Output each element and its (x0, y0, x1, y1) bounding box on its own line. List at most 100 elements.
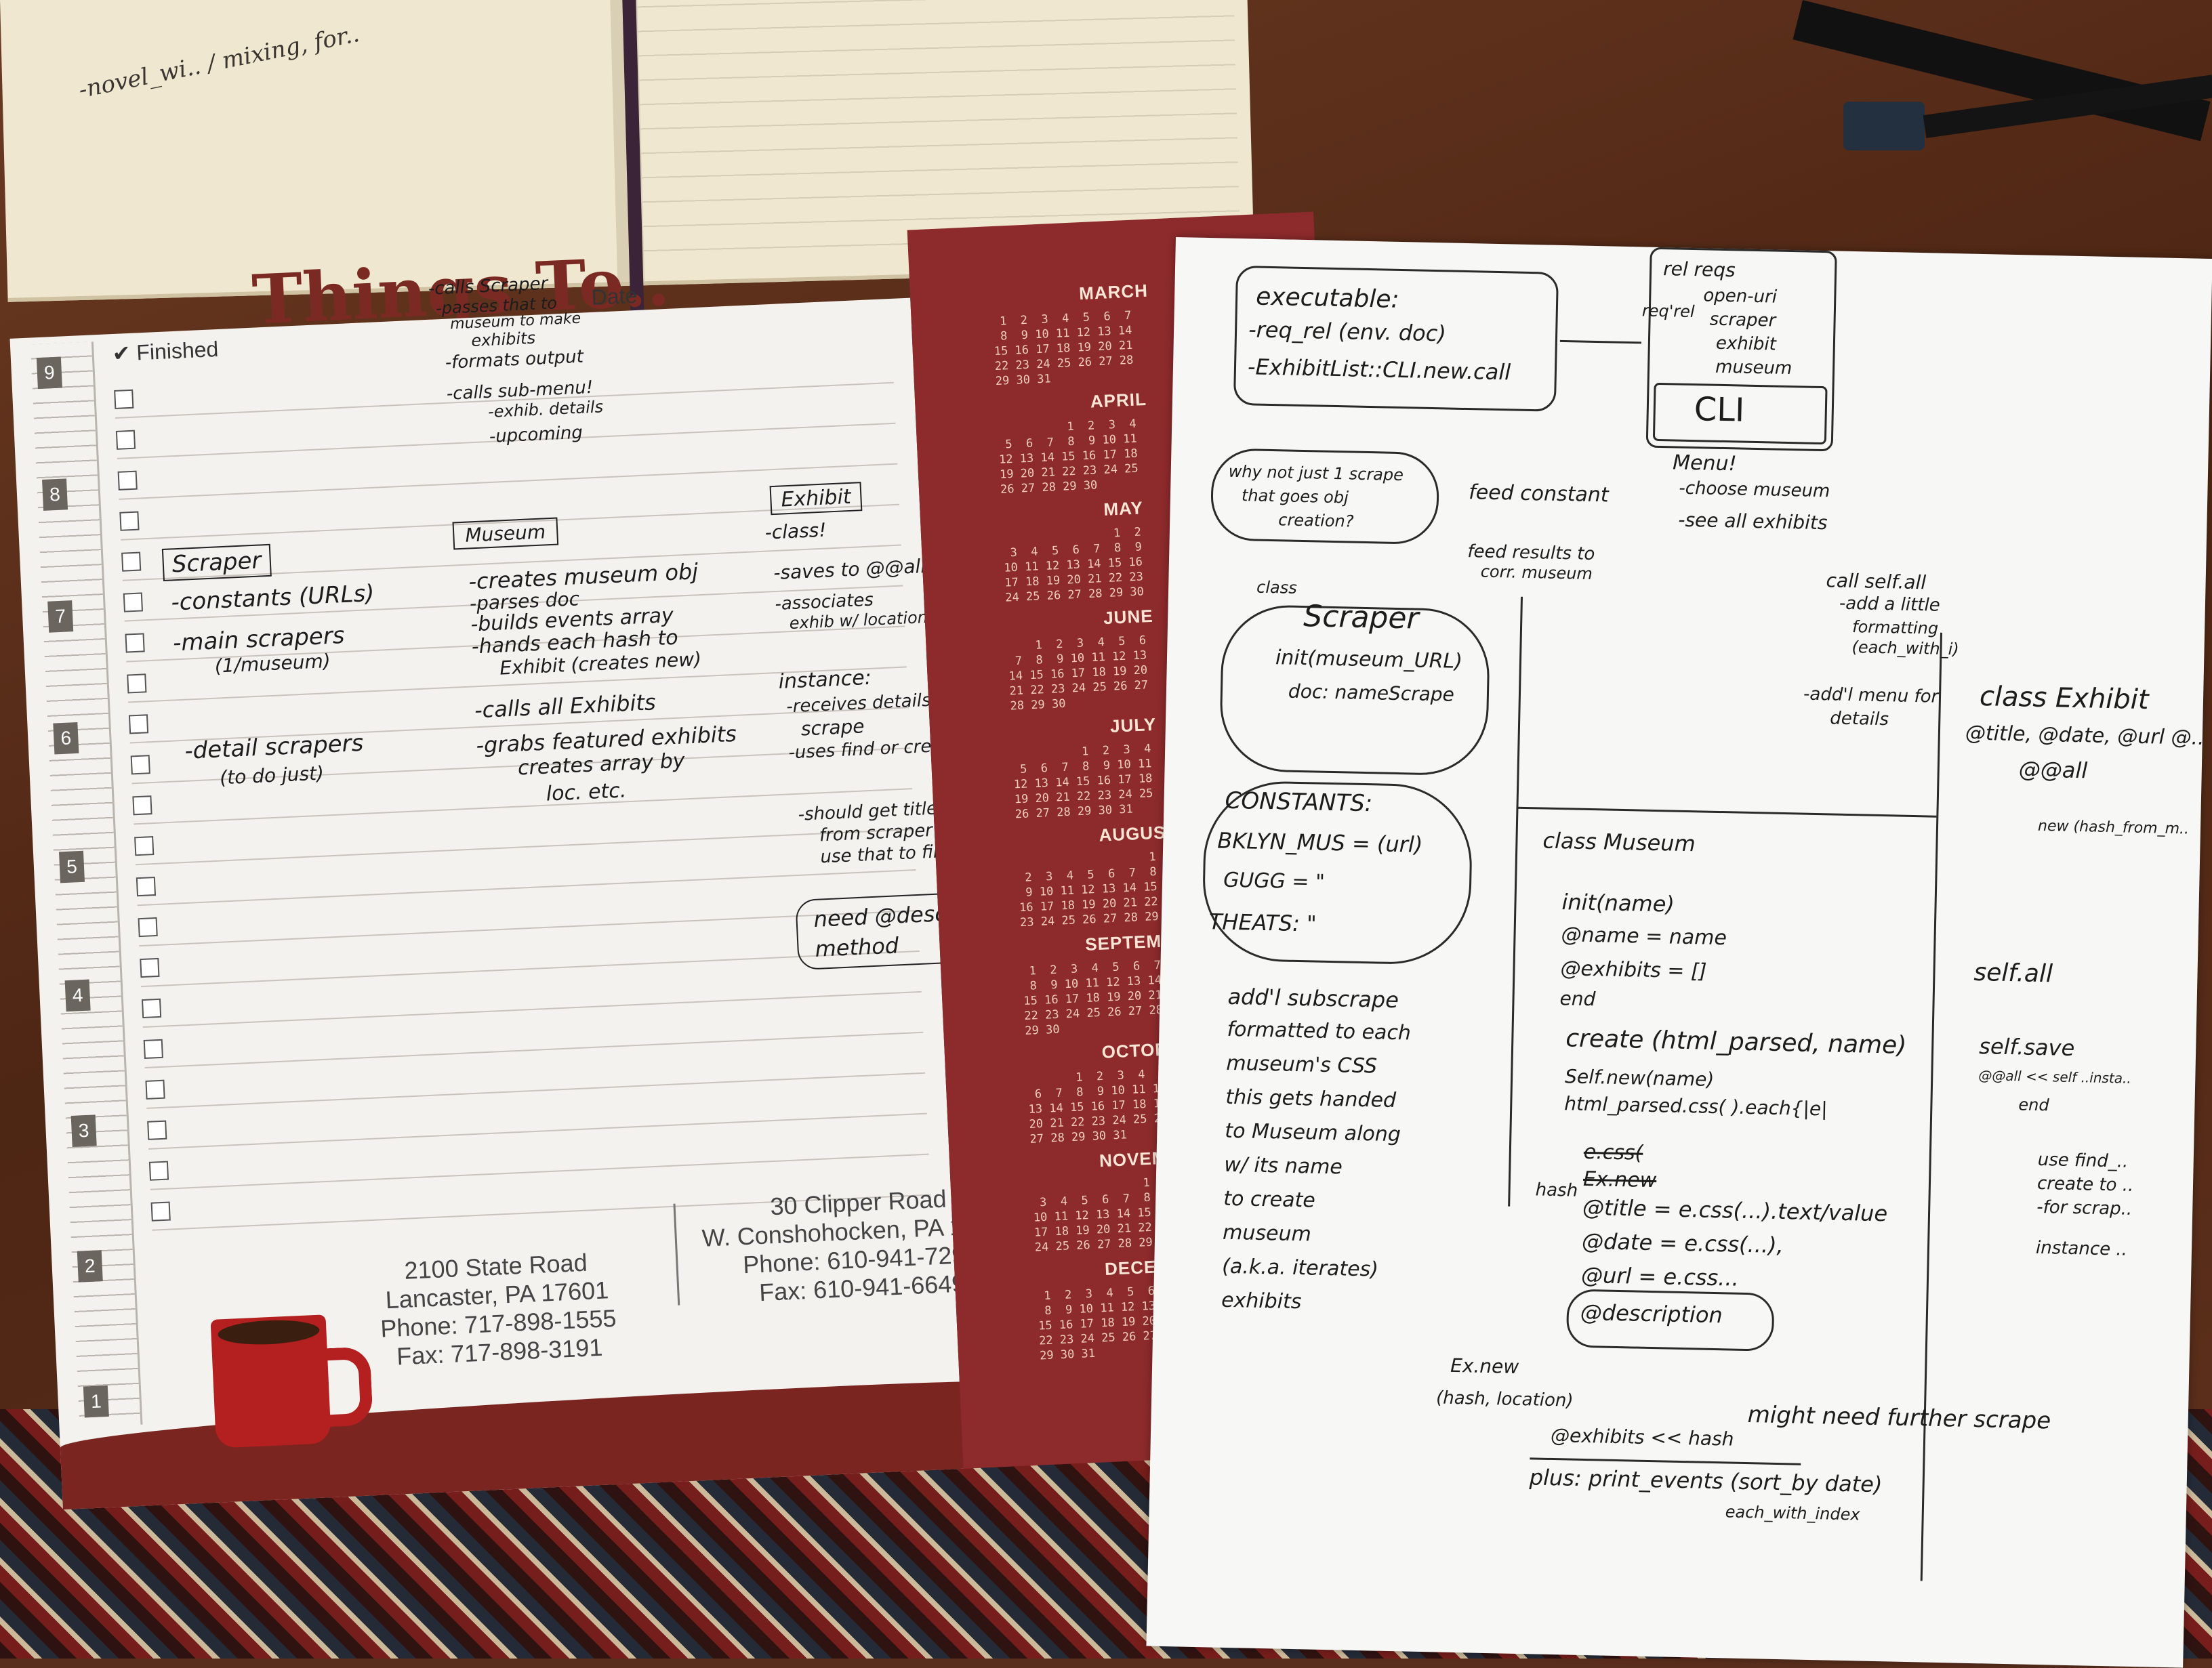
ruler-number: 5 (58, 850, 85, 883)
handwritten-note: -see all exhibits (1678, 508, 1828, 535)
checkbox[interactable] (127, 673, 147, 694)
handwritten-note: req'rel (1641, 301, 1695, 322)
handwritten-note: open-uri (1703, 285, 1778, 308)
handwritten-note: to create (1223, 1186, 1316, 1213)
handwritten-note: @name = name (1561, 923, 1727, 951)
handwritten-note: -choose museum (1679, 478, 1830, 502)
handwritten-note: -add a little (1839, 593, 1941, 616)
handwritten-note: self.save (1978, 1033, 2075, 1062)
checkbox[interactable] (148, 1161, 169, 1181)
handwritten-note: museum's CSS (1226, 1051, 1378, 1079)
checkbox[interactable] (145, 1079, 165, 1100)
handwritten-note: (each_with_i) (1851, 638, 1960, 659)
handwritten-note: (to do just) (219, 762, 325, 789)
handwritten-note: Ex.new (1450, 1354, 1519, 1378)
ruler-number: 7 (47, 600, 74, 633)
handwritten-note: Scraper (1303, 599, 1420, 636)
handwritten-note: use find_.. (2037, 1149, 2129, 1172)
handwritten-note: add'l subscrape (1227, 983, 1399, 1014)
handwritten-note: @description (1580, 1299, 1723, 1329)
date-label: Date (590, 283, 638, 310)
divider-line (1920, 632, 1943, 1581)
checkbox[interactable] (128, 714, 149, 734)
handwritten-note: -req_rel (env. doc) (1248, 316, 1447, 347)
handwritten-note: executable: (1255, 283, 1400, 314)
checkbox[interactable] (140, 957, 160, 978)
handwritten-note: html_parsed.css( ).each{|e| (1563, 1092, 1828, 1121)
handwritten-note: init(name) (1561, 889, 1675, 917)
checkbox[interactable] (138, 917, 158, 938)
checkbox[interactable] (115, 430, 136, 450)
checkbox[interactable] (147, 1120, 167, 1140)
finished-label: ✔ Finished (111, 336, 220, 367)
handwritten-note: each_with_index (1725, 1502, 1860, 1524)
handwritten-note: doc: nameScrape (1288, 680, 1455, 706)
handwritten-note: hash (1535, 1180, 1578, 1201)
handwritten-note: might need further scrape (1747, 1401, 2051, 1435)
handwritten-note: formatting (1851, 617, 1939, 638)
checkbox[interactable] (117, 470, 138, 491)
handwritten-note: THEATS: " (1208, 909, 1317, 937)
handwritten-note: plus: print_events (sort_by date) (1529, 1464, 1883, 1498)
handwritten-note: CONSTANTS: (1225, 787, 1373, 818)
checkbox[interactable] (132, 795, 152, 816)
address-lancaster: 2100 State Road Lancaster, PA 17601 Phon… (377, 1247, 619, 1372)
handwritten-note: -ExhibitList::CLI.new.call (1247, 354, 1511, 385)
handwritten-note: feed constant (1468, 480, 1610, 507)
ruler-number: 3 (70, 1114, 97, 1147)
finished-text: Finished (136, 336, 220, 365)
handwritten-note: feed results to (1467, 541, 1595, 565)
usb-connector (1843, 102, 1925, 150)
handwritten-note: method (814, 932, 899, 962)
connector-line (1559, 339, 1641, 344)
checkbox[interactable] (150, 1201, 171, 1222)
handwritten-note: @title = e.css(...).text/value (1582, 1194, 1888, 1227)
ruler-number: 8 (42, 478, 68, 511)
handwritten-note: (hash, location) (1435, 1388, 1574, 1411)
cli-label: CLI (1694, 390, 1745, 430)
handwritten-note: instance .. (2035, 1237, 2128, 1260)
handwritten-note: Menu! (1672, 451, 1737, 476)
handwritten-note: -upcoming (489, 422, 583, 447)
handwritten-note: create to .. (2036, 1173, 2134, 1196)
handwritten-note: scraper (1709, 309, 1776, 331)
checkbox[interactable] (134, 836, 155, 856)
ruler-number: 9 (36, 356, 62, 390)
handwritten-note: -class! (764, 518, 827, 544)
handwritten-note: exhibits (470, 328, 536, 351)
checkbox[interactable] (130, 755, 150, 775)
handwritten-note: create (html_parsed, name) (1565, 1024, 1907, 1060)
checkbox[interactable] (114, 389, 134, 409)
handwritten-note: -add'l menu for (1803, 684, 1939, 707)
handwritten-note: museum (1222, 1220, 1312, 1247)
checkbox[interactable] (123, 592, 143, 612)
notebook-scribble: -novel_wi.. / mixing, for.. (76, 20, 362, 104)
checkbox[interactable] (125, 633, 145, 653)
handwritten-note: loc. etc. (546, 778, 628, 806)
checkbox[interactable] (119, 511, 140, 531)
handwritten-note: rel reqs (1662, 257, 1736, 282)
checkbox[interactable] (143, 1039, 163, 1059)
checkbox[interactable] (121, 551, 142, 572)
mug-handle (323, 1346, 373, 1427)
handwritten-note: @@all << self ..insta.. (1978, 1067, 2132, 1087)
handwritten-note: @exhibits << hash (1550, 1423, 1734, 1451)
handwritten-note: end (1559, 987, 1596, 1011)
checkbox[interactable] (136, 876, 157, 897)
handwritten-note: end (2018, 1095, 2049, 1115)
handwritten-note: creation? (1278, 510, 1354, 531)
scraper-heading: Scraper (161, 543, 272, 581)
checkbox[interactable] (141, 998, 162, 1019)
divider-line (1516, 806, 1937, 818)
handwritten-note: to Museum along (1225, 1119, 1401, 1147)
handwritten-note: class Exhibit (1979, 680, 2150, 716)
handwritten-note: why not just 1 scrape (1228, 461, 1404, 485)
ruler-number: 4 (64, 979, 91, 1012)
handwritten-note: this gets handed (1225, 1085, 1397, 1113)
handwritten-note: call self.all (1826, 569, 1927, 594)
handwritten-note: corr. museum (1480, 562, 1593, 583)
handwritten-note: BKLYN_MUS = (url) (1216, 827, 1423, 858)
handwritten-note: Self.new(name) (1564, 1065, 1715, 1091)
handwritten-note: self.all (1973, 958, 2053, 988)
handwritten-note: -for scrap.. (2036, 1196, 2133, 1219)
